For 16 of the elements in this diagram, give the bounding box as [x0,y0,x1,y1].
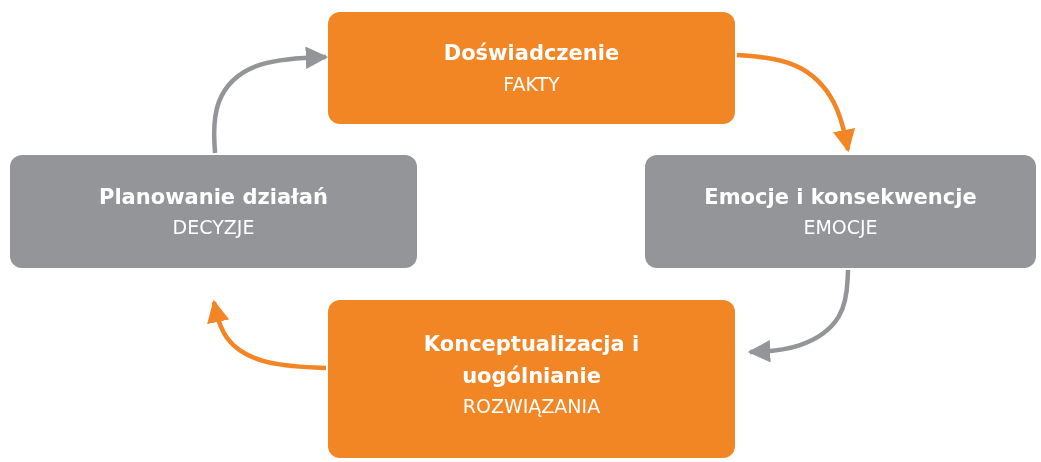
curved-arrow [211,46,329,154]
process-box [645,155,1036,268]
curved-arrow [207,299,327,371]
curved-arrow [736,52,856,153]
curved-arrow [747,269,851,363]
step-title: Konceptualizacja i uogólnianie [422,331,641,390]
step-title: Doświadczenie [443,40,620,67]
process-box [10,155,417,268]
process-box [328,300,735,458]
step-subtitle: FAKTY [503,71,560,97]
step-title: Emocje i konsekwencje [704,183,977,211]
step-title: Planowanie działań [99,183,328,211]
step-subtitle: EMOCJE [803,215,878,240]
step-subtitle: ROZWIĄZANIA [462,394,601,420]
process-box [328,12,735,124]
step-subtitle: DECYZJE [172,215,255,240]
